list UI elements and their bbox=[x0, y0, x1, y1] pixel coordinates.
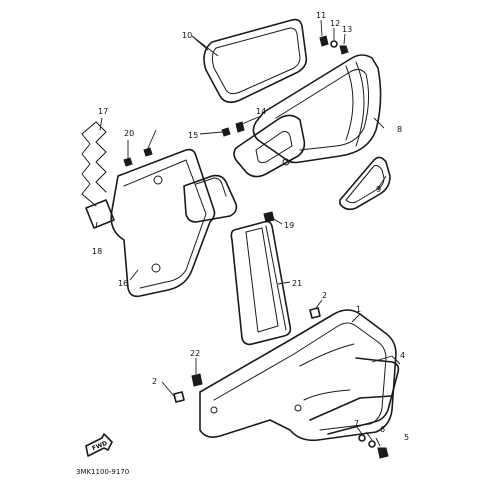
part-1-side-frame bbox=[199, 309, 397, 442]
callout-7: 8 bbox=[397, 125, 402, 134]
callout-8: 9 bbox=[376, 185, 381, 194]
hardware-washer-6 bbox=[358, 434, 366, 442]
callout-15: 16 bbox=[118, 279, 128, 288]
part-15-inner-bracket bbox=[183, 174, 238, 223]
hardware-nut-4 bbox=[377, 447, 389, 459]
callout-11: 12 bbox=[330, 19, 340, 28]
part-17-plate bbox=[85, 199, 115, 229]
callout-6: 7 bbox=[354, 419, 359, 428]
part-8-gasket bbox=[339, 156, 391, 211]
callout-19: 20 bbox=[124, 129, 134, 138]
callout-10: 11 bbox=[316, 11, 326, 20]
hardware-bolt-2-upper bbox=[309, 307, 321, 319]
callout-20: 21 bbox=[292, 279, 302, 288]
part-18-grommet bbox=[263, 211, 275, 223]
callout-2-lower: 2 bbox=[152, 377, 157, 386]
hardware-grommet-21 bbox=[191, 373, 203, 387]
callout-21: 22 bbox=[190, 349, 200, 358]
callout-18: 19 bbox=[284, 221, 294, 230]
hardware-washer-11 bbox=[330, 40, 338, 48]
callout-16: 17 bbox=[98, 107, 108, 116]
forward-arrow-icon: FWD bbox=[85, 433, 113, 457]
part-7-air-cleaner-case bbox=[252, 54, 382, 164]
hardware-bolt-14 bbox=[221, 127, 231, 137]
callout-4: 5 bbox=[404, 433, 409, 442]
hardware-nut-12 bbox=[339, 45, 349, 55]
hardware-bolt-13 bbox=[235, 121, 245, 133]
part-15-side-cover bbox=[110, 148, 216, 298]
part-20-panel bbox=[230, 220, 292, 346]
catalog-code: 3MK1100-9170 bbox=[76, 468, 129, 476]
callout-14: 15 bbox=[188, 131, 198, 140]
callout-labels: 10 11 12 13 14 15 8 9 17 20 18 16 19 21 … bbox=[76, 11, 409, 476]
callout-12: 13 bbox=[342, 25, 352, 34]
callout-13: 14 bbox=[256, 107, 266, 116]
callout-2-upper: 2 bbox=[322, 291, 327, 300]
callout-9: 10 bbox=[182, 31, 192, 40]
callout-17: 18 bbox=[92, 247, 102, 256]
part-16-strip bbox=[81, 121, 107, 207]
callout-3: 4 bbox=[400, 351, 405, 360]
hardware-bolt-19 bbox=[123, 157, 133, 167]
hardware-bolt-10 bbox=[319, 35, 329, 47]
hardware-washer-5 bbox=[368, 440, 376, 448]
hardware-bolt-2-lower bbox=[173, 391, 185, 403]
part-intake-duct-bracket bbox=[233, 114, 306, 178]
callout-1: 1 bbox=[356, 305, 361, 314]
hardware-nut-22 bbox=[143, 147, 153, 157]
callout-5: 6 bbox=[380, 425, 385, 434]
part-3-bar bbox=[327, 357, 400, 435]
leader-lines bbox=[95, 19, 401, 447]
part-9-gasket-frame bbox=[203, 18, 308, 104]
